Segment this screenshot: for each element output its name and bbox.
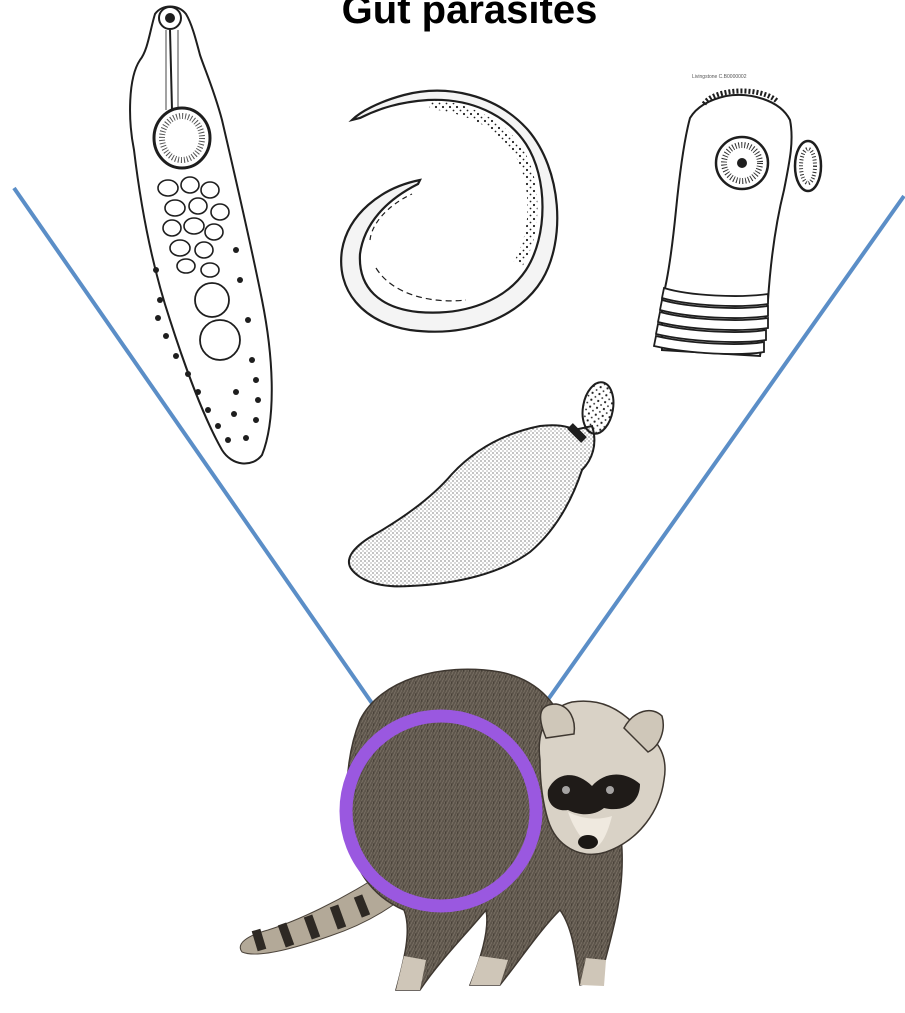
thornyhead-illustration bbox=[349, 380, 617, 587]
tapeworm-illustration: Livingstone C.B0000002 bbox=[654, 74, 821, 356]
tapeworm-credit: Livingstone C.B0000002 bbox=[692, 74, 747, 80]
fluke-illustration bbox=[130, 7, 272, 464]
roundworm-illustration bbox=[341, 91, 557, 332]
